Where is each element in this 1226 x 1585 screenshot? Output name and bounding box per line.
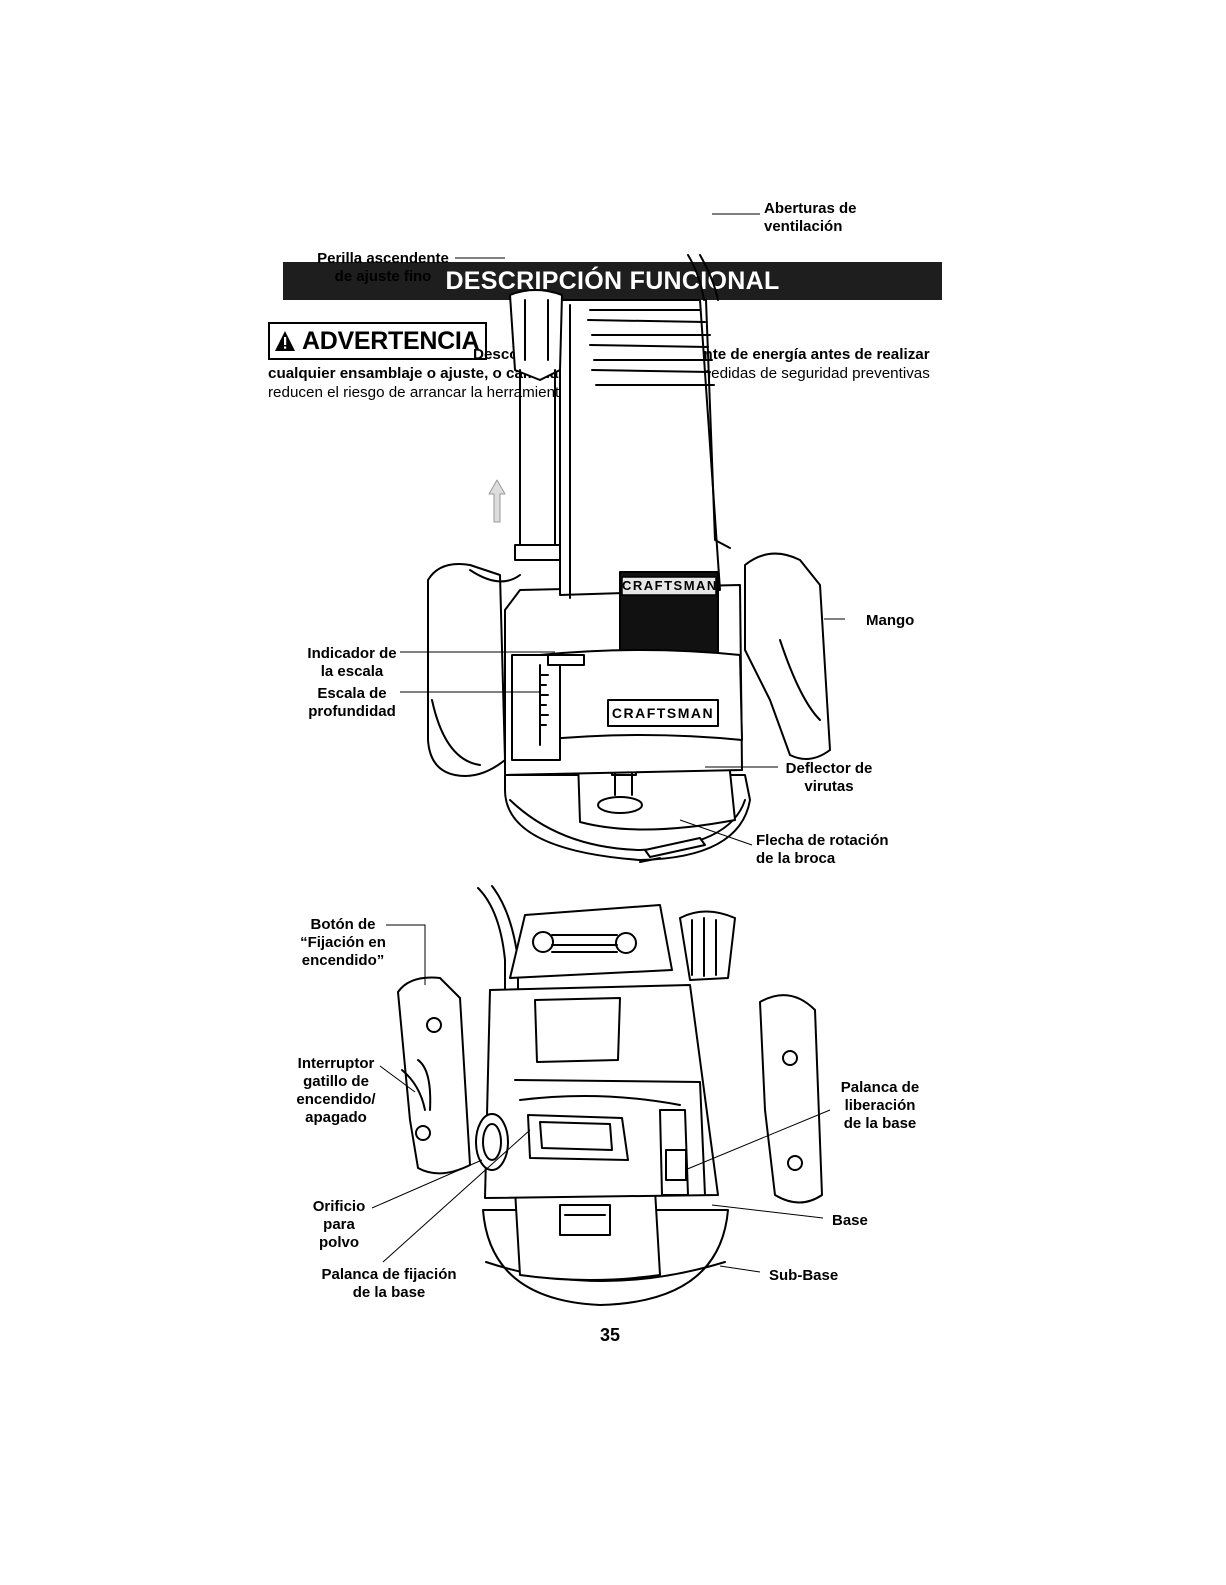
label-mango: Mango <box>866 612 915 629</box>
label-aberturas: Aberturas de ventilación <box>764 200 857 235</box>
label-palanca-liberacion: Palanca de liberación de la base <box>840 1079 920 1132</box>
section-title: DESCRIPCIÓN FUNCIONAL <box>283 262 942 300</box>
label-subbase: Sub-Base <box>769 1267 839 1284</box>
label-perilla: Perilla ascendente de ajuste fino <box>317 250 449 285</box>
label-orificio: Orificio para polvo <box>312 1198 366 1251</box>
warning-triangle-icon <box>275 331 295 351</box>
label-boton: Botón de “Fijación en encendido” <box>300 916 386 969</box>
page-number: 35 <box>599 1325 621 1345</box>
brand-logo-top: CRAFTSMAN <box>622 578 718 593</box>
label-base: Base <box>832 1212 868 1229</box>
label-flecha: Flecha de rotación de la broca <box>756 832 889 867</box>
label-interruptor: Interruptor gatillo de encendido/ apagad… <box>296 1055 376 1126</box>
label-indicador: Indicador de la escala <box>307 645 397 680</box>
label-deflector: Deflector de virutas <box>785 760 873 795</box>
label-palanca-fijacion: Palanca de fijación de la base <box>321 1266 457 1301</box>
warning-badge-text: ADVERTENCIA <box>302 326 480 355</box>
brand-logo-band: CRAFTSMAN <box>611 705 715 721</box>
warning-badge: ADVERTENCIA <box>268 322 488 360</box>
section-title-text: DESCRIPCIÓN FUNCIONAL <box>445 266 780 295</box>
label-escala: Escala de profundidad <box>308 685 396 720</box>
